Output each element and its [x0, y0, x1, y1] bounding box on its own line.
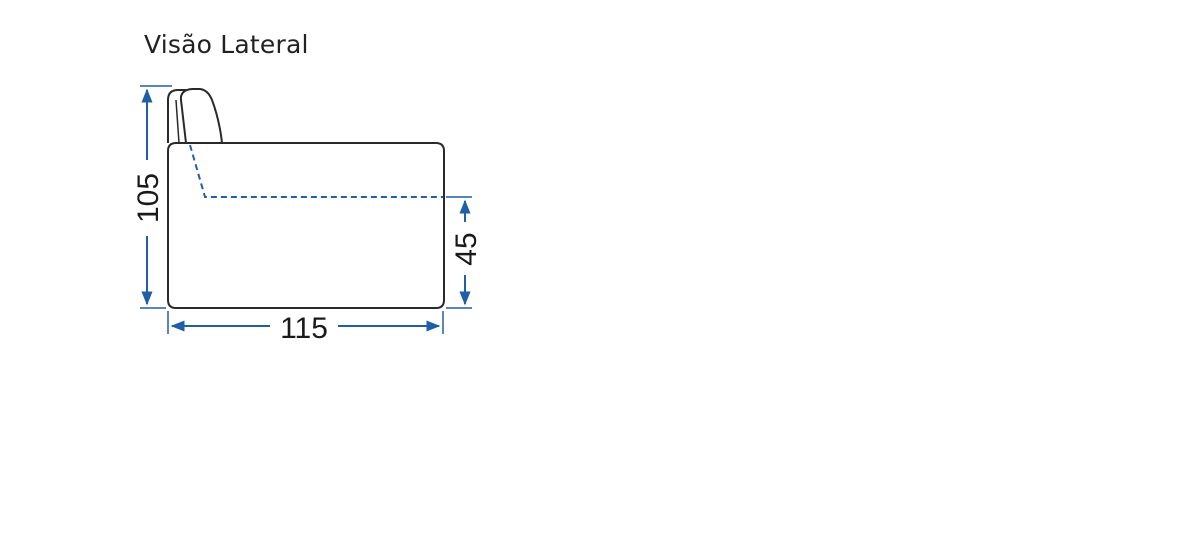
seat-height-dimension [446, 196, 472, 309]
diagram-title: Visão Lateral [144, 30, 309, 59]
height-label: 105 [132, 173, 165, 223]
seat-height-label: 45 [450, 232, 483, 265]
depth-label: 115 [280, 312, 328, 345]
backrest-separator [175, 99, 180, 144]
height-dimension [140, 85, 172, 309]
sofa-body-outline [167, 142, 445, 309]
depth-dimension [167, 311, 444, 334]
backrest-back-cushion [167, 89, 186, 143]
seat-hidden-line [189, 144, 443, 198]
backrest-front-cushion [179, 88, 223, 144]
